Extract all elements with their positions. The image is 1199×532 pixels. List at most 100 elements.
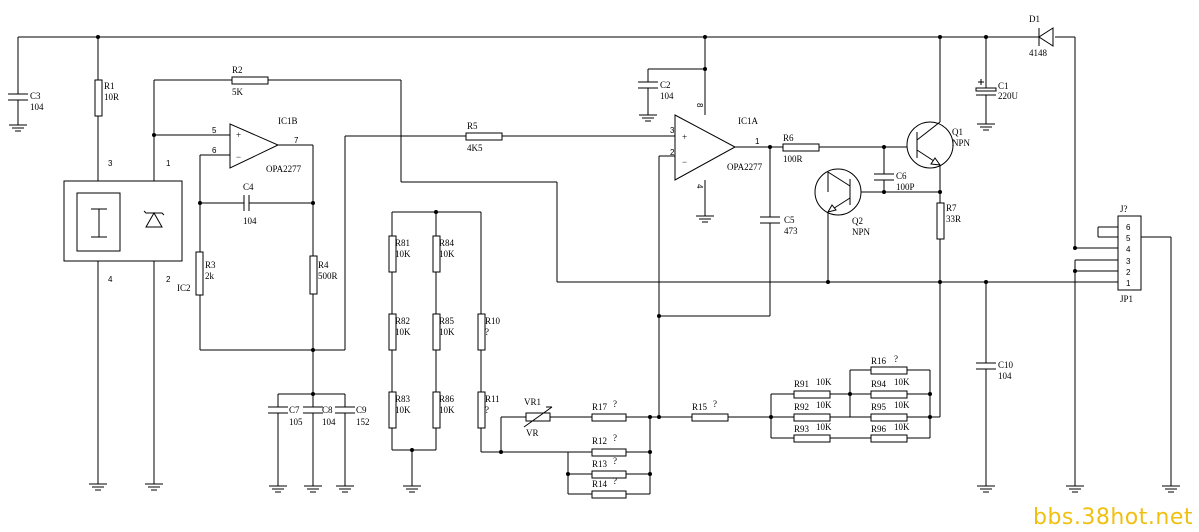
resistor-r12 — [591, 448, 627, 457]
jp1-pin-2: 2 — [1126, 268, 1131, 277]
label-r7: R7 — [946, 203, 957, 213]
value-r94: 10K — [894, 377, 910, 387]
variable-resistor-vr1 — [523, 406, 553, 428]
capacitor-c8 — [303, 406, 323, 414]
jp1-pin-5: 5 — [1126, 234, 1131, 243]
svg-text:−: − — [682, 157, 687, 167]
value-r12: ? — [613, 433, 617, 443]
jp1-pin-3: 3 — [1126, 257, 1131, 266]
value-r92: 10K — [816, 400, 832, 410]
label-c1: C1 — [998, 81, 1009, 91]
sensor-ic2 — [63, 180, 183, 262]
type-ic1a: OPA2277 — [727, 162, 763, 172]
label-r12: R12 — [592, 436, 607, 446]
jp1-pin-6: 6 — [1126, 223, 1131, 232]
pin-3-sensor: 3 — [108, 159, 113, 168]
value-c3: 104 — [30, 102, 44, 112]
label-r4: R4 — [318, 260, 329, 270]
capacitors — [8, 79, 997, 414]
resistor-r1 — [94, 79, 103, 117]
capacitor-c4 — [243, 195, 250, 211]
pin-4-sensor: 4 — [108, 275, 113, 284]
value-c10: 104 — [998, 371, 1012, 381]
pin-5-ic1b: 5 — [212, 126, 217, 135]
pin-2-sensor: 2 — [166, 275, 171, 284]
resistor-r7 — [936, 202, 945, 240]
label-j: J? — [1120, 204, 1128, 214]
resistor-r93 — [793, 434, 831, 443]
label-c2: C2 — [660, 80, 671, 90]
svg-text:+: + — [682, 132, 687, 142]
value-r7: 33R — [946, 214, 961, 224]
value-r83: 10K — [395, 405, 411, 415]
value-r14: ? — [613, 476, 617, 486]
value-r17: ? — [613, 399, 617, 409]
pin-3-ic1a: 3 — [670, 126, 675, 135]
opamp-ic1a: + − — [674, 114, 737, 181]
label-r6: R6 — [783, 133, 794, 143]
watermark-text: bbs.38hot.net — [1032, 505, 1193, 530]
wires — [17, 36, 1172, 495]
label-c8: C8 — [322, 405, 333, 415]
value-c8: 104 — [322, 417, 336, 427]
label-r15: R15 — [692, 402, 708, 412]
label-r81: R81 — [395, 238, 410, 248]
resistor-r13 — [591, 470, 627, 479]
resistor-r6 — [782, 143, 820, 152]
label-c6: C6 — [896, 171, 907, 181]
label-jp1: JP1 — [1120, 294, 1133, 304]
label-c3: C3 — [30, 91, 41, 101]
value-r13: ? — [613, 456, 617, 466]
label-r17: R17 — [592, 402, 608, 412]
type-q2: NPN — [852, 227, 871, 237]
resistor-r15 — [691, 413, 729, 422]
label-r86: R86 — [439, 394, 455, 404]
pin-2-ic1a: 2 — [670, 148, 675, 157]
value-r10: ? — [485, 327, 489, 337]
value-c7: 105 — [289, 417, 303, 427]
type-ic1b: OPA2277 — [266, 164, 302, 174]
value-r84: 10K — [439, 249, 455, 259]
capacitor-c9 — [335, 406, 355, 414]
type-vr1: VR — [526, 428, 539, 438]
resistor-r11 — [477, 391, 486, 429]
value-r11: ? — [485, 405, 489, 415]
value-r81: 10K — [395, 249, 411, 259]
label-c9: C9 — [356, 405, 367, 415]
label-ic1a: IC1A — [738, 116, 759, 126]
pin-numbers: 3 1 4 2 5 6 7 3 2 1 8 4 6 5 4 3 2 1 — [108, 103, 1131, 288]
label-r11: R11 — [485, 394, 500, 404]
label-r95: R95 — [871, 402, 887, 412]
label-r10: R10 — [485, 316, 501, 326]
pin-1-ic1a: 1 — [755, 137, 760, 146]
jp1-pin-1: 1 — [1126, 279, 1131, 288]
type-q1: NPN — [952, 138, 971, 148]
capacitor-c6 — [874, 173, 894, 181]
ground-symbols — [9, 114, 1180, 493]
resistor-r82 — [388, 313, 397, 351]
value-r95: 10K — [894, 400, 910, 410]
value-c2: 104 — [660, 91, 674, 101]
value-c4: 104 — [243, 216, 257, 226]
resistor-r83 — [388, 391, 397, 429]
label-r82: R82 — [395, 316, 410, 326]
value-r82: 10K — [395, 327, 411, 337]
svg-text:+: + — [236, 130, 241, 140]
resistor-r16 — [870, 366, 908, 375]
value-r15: ? — [713, 399, 717, 409]
capacitor-c7 — [268, 406, 288, 414]
label-r2: R2 — [232, 65, 243, 75]
value-c5: 473 — [784, 226, 798, 236]
value-r86: 10K — [439, 405, 455, 415]
label-q2: Q2 — [852, 216, 863, 226]
junction-dots — [96, 35, 1077, 476]
capacitor-c2 — [638, 81, 658, 89]
label-c4: C4 — [243, 182, 254, 192]
value-r6: 100R — [783, 154, 803, 164]
resistor-r81 — [388, 235, 397, 273]
resistor-r86 — [432, 391, 441, 429]
label-r84: R84 — [439, 238, 455, 248]
value-r85: 10K — [439, 327, 455, 337]
label-c7: C7 — [289, 405, 300, 415]
value-r2: 5K — [232, 87, 244, 97]
